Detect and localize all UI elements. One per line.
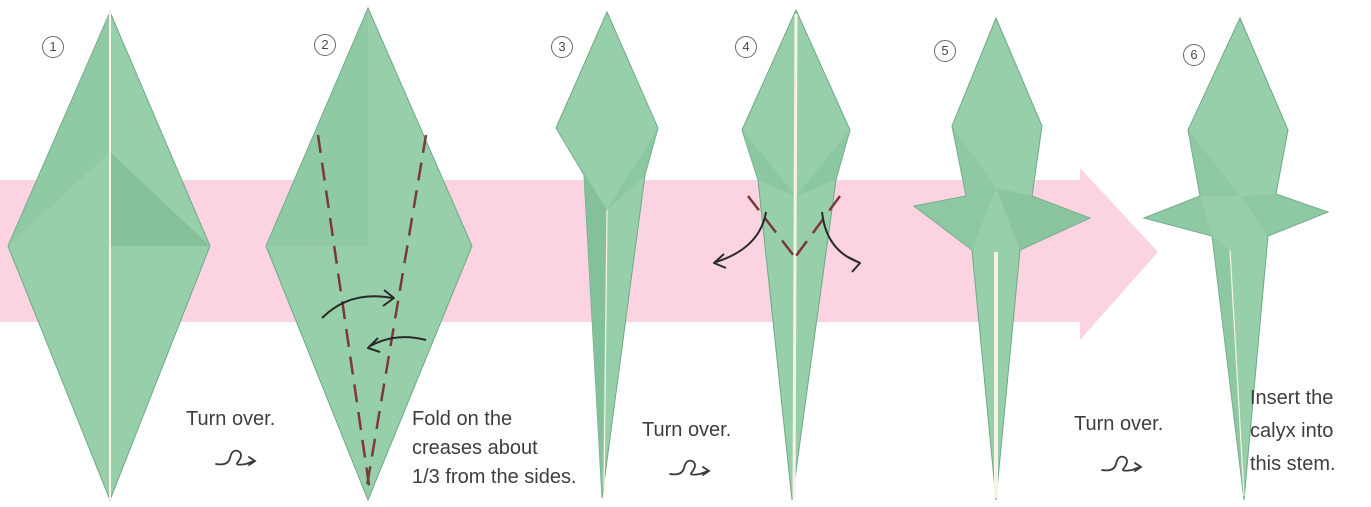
turn-over-label-1: Turn over. [186,407,275,432]
step-1-model [8,12,210,500]
insert-calyx-line-3: this stem. [1250,452,1336,477]
turn-over-label-2: Turn over. [642,418,731,443]
turn-over-icon [668,456,714,480]
step-number-3: 3 [551,36,573,58]
insert-calyx-line-2: calyx into [1250,419,1333,444]
insert-calyx-line-1: Insert the [1250,386,1333,411]
fold-creases-line-2: creases about [412,436,538,461]
step-number-5: 5 [934,40,956,62]
turn-over-icon [214,446,260,470]
fold-creases-line-1: Fold on the [412,407,512,432]
step-number-1: 1 [42,36,64,58]
turn-over-icon [1100,452,1146,476]
fold-creases-line-3: 1/3 from the sides. [412,465,577,490]
step-number-4: 4 [735,36,757,58]
step-number-6: 6 [1183,44,1205,66]
step-number-2: 2 [314,34,336,56]
turn-over-label-3: Turn over. [1074,412,1163,437]
